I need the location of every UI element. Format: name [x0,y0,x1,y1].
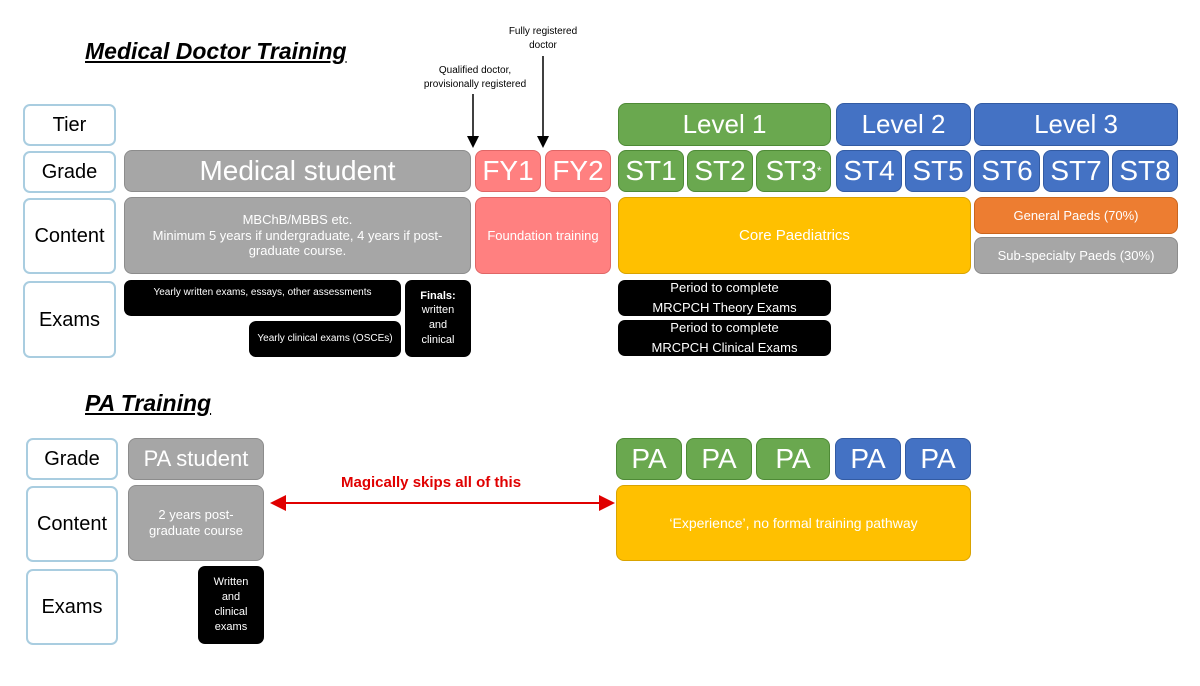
row-label-content: Content [23,198,116,274]
pa-content-course: 2 years post-graduate course [128,485,264,561]
content-student-course: MBChB/MBBS etc. Minimum 5 years if under… [124,197,471,274]
pa-box-5: PA [905,438,971,480]
grade-st8: ST8 [1112,150,1178,192]
fully-registered-note: Fully registered doctor [508,26,578,51]
exam-mrcpch-theory: Period to complete MRCPCH Theory Exams [618,280,831,316]
pa-heading: PA Training [85,390,212,416]
content-student-line2: Minimum 5 years if undergraduate, 4 year… [152,227,443,259]
pa-row-label-exams: Exams [26,569,118,645]
grade-fy1: FY1 [475,150,541,192]
content-general-paeds: General Paeds (70%) [974,197,1178,234]
content-core-paediatrics: Core Paediatrics [618,197,971,274]
exam-clinical-line1: Period to complete [670,320,779,336]
grade-st1: ST1 [618,150,684,192]
grade-st7: ST7 [1043,150,1109,192]
exam-clinical-line2: MRCPCH Clinical Exams [651,340,798,355]
tier-level-2: Level 2 [836,103,971,146]
content-subspecialty-paeds: Sub-specialty Paeds (30%) [974,237,1178,274]
pa-box-3: PA [756,438,830,480]
grade-st6: ST6 [974,150,1040,192]
grade-st5: ST5 [905,150,971,192]
grade-st2: ST2 [687,150,753,192]
exam-yearly-clinical: Yearly clinical exams (OSCEs) [249,321,401,357]
pa-box-1: PA [616,438,682,480]
content-foundation-training: Foundation training [475,197,611,274]
doctor-heading: Medical Doctor Training [85,38,347,64]
grade-st3-asterisk: * [816,163,822,178]
tier-level-3: Level 3 [974,103,1178,146]
pa-exams-written-clinical: Written and clinical exams [198,566,264,644]
exam-mrcpch-clinical: Period to complete MRCPCH Clinical Exams [618,320,831,356]
exam-theory-line2: MRCPCH Theory Exams [652,300,797,315]
qualified-note: Qualified doctor, provisionally register… [423,65,527,90]
row-label-exams: Exams [23,281,116,358]
exam-finals-detail: written and clinical [421,303,455,346]
grade-st3-label: ST3 [765,155,817,187]
grade-st4: ST4 [836,150,902,192]
exam-finals-title: Finals: [420,289,456,302]
exam-yearly-written: Yearly written exams, essays, other asse… [124,280,401,316]
pa-content-experience: ‘Experience’, no formal training pathway [616,485,971,561]
grade-st3: ST3* [756,150,831,192]
exam-finals: Finals: written and clinical [405,280,471,357]
skip-label: Magically skips all of this [341,474,522,491]
pa-row-label-grade: Grade [26,438,118,480]
row-label-grade: Grade [23,151,116,193]
tier-level-1: Level 1 [618,103,831,146]
pa-row-label-content: Content [26,486,118,562]
grade-medical-student: Medical student [124,150,471,192]
pa-grade-student: PA student [128,438,264,480]
pa-box-4: PA [835,438,901,480]
pa-box-2: PA [686,438,752,480]
content-student-line1: MBChB/MBBS etc. [242,212,353,228]
grade-fy2: FY2 [545,150,611,192]
row-label-tier: Tier [23,104,116,146]
exam-theory-line1: Period to complete [670,280,779,296]
